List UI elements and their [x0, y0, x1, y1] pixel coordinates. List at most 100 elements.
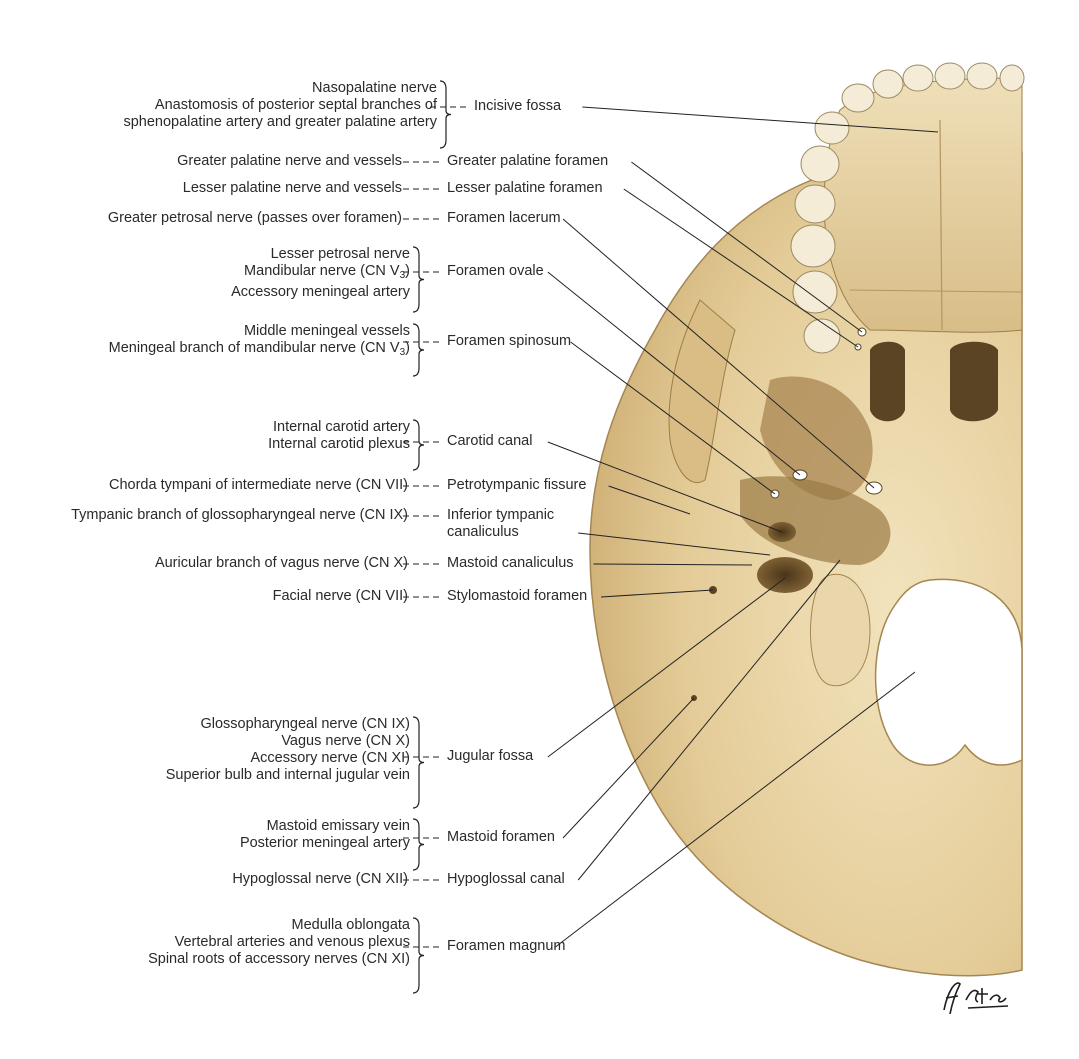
label-line: Greater petrosal nerve (passes over fora…	[107, 210, 402, 226]
label-line: Middle meningeal vessels	[243, 323, 410, 339]
label-hypoglossal-canal: Hypoglossal canal	[447, 871, 565, 888]
label-line: Vertebral arteries and venous plexus	[174, 934, 410, 950]
label-jugular-contents: Glossopharyngeal nerve (CN IX)Vagus nerv…	[166, 716, 410, 784]
leader-line	[608, 485, 691, 515]
leader-line	[631, 161, 863, 333]
grouping-braces	[412, 80, 452, 994]
label-mastoid-canaliculus: Mastoid canaliculus	[447, 555, 574, 572]
choanae-left	[870, 341, 905, 422]
leader-line	[547, 271, 801, 476]
label-carotid-canal: Carotid canal	[447, 433, 532, 450]
label-line: Stylomastoid foramen	[447, 588, 588, 604]
label-line: Superior bulb and internal jugular vein	[165, 767, 410, 783]
label-line: Carotid canal	[447, 433, 533, 449]
label-line: canaliculus	[447, 524, 519, 540]
label-line: Mastoid canaliculus	[447, 555, 574, 571]
label-line: Accessory meningeal artery	[231, 284, 410, 300]
hard-palate	[823, 77, 1023, 333]
label-line: Facial nerve (CN VII)	[272, 588, 408, 604]
label-line: Inferior tympanic	[447, 507, 555, 523]
label-line: Posterior meningeal artery	[239, 835, 410, 851]
leader-line	[555, 671, 916, 948]
petrous-region	[740, 476, 891, 565]
label-line: Incisive fossa	[474, 98, 562, 114]
leader-line	[577, 559, 841, 881]
curly-brace	[412, 716, 425, 809]
label-line: Anastomosis of posterior septal branches…	[154, 97, 437, 113]
label-lacerum-contents: Greater petrosal nerve (passes over fora…	[108, 210, 402, 227]
leader-line	[593, 563, 753, 566]
label-line: Accessory nerve (CN XI)	[250, 750, 410, 766]
artist-signature	[943, 982, 1009, 1015]
label-line: Internal carotid artery	[272, 419, 410, 435]
median-palatine-suture	[939, 119, 943, 331]
label-foramen-lacerum: Foramen lacerum	[447, 210, 561, 227]
label-line: Jugular fossa	[447, 748, 534, 764]
label-line: sphenopalatine artery and greater palati…	[123, 114, 437, 130]
label-line: Medulla oblongata	[291, 917, 410, 933]
leader-line	[570, 341, 776, 495]
transverse-palatine-suture	[849, 289, 1023, 293]
curly-brace	[412, 323, 425, 377]
label-stylomastoid-contents: Facial nerve (CN VII)	[273, 588, 408, 605]
label-greater-palatine-foramen: Greater palatine foramen	[447, 153, 608, 170]
choanae-right	[950, 341, 998, 422]
label-line: Greater palatine foramen	[447, 153, 609, 169]
leader-line	[562, 218, 875, 489]
label-line: Hypoglossal nerve (CN XII)	[232, 871, 408, 887]
label-line: Foramen ovale	[447, 263, 544, 279]
curly-brace	[412, 818, 425, 871]
label-line: Hypoglossal canal	[447, 871, 565, 887]
jugular-fossa-mark	[757, 557, 813, 593]
zygomatic-arch	[668, 299, 736, 483]
curly-brace	[412, 419, 425, 471]
label-petrotympanic-fissure: Petrotympanic fissure	[447, 477, 586, 494]
label-stylomastoid-foramen: Stylomastoid foramen	[447, 588, 587, 605]
label-foramen-spinosum: Foramen spinosum	[447, 333, 571, 350]
label-line: Foramen lacerum	[447, 210, 561, 226]
curly-brace	[439, 80, 452, 149]
label-incisive-fossa: Incisive fossa	[474, 98, 561, 115]
label-line: Mandibular nerve (CN V3)	[244, 263, 410, 281]
label-foramen-ovale: Foramen ovale	[447, 263, 544, 280]
label-petrotympanic-contents: Chorda tympani of intermediate nerve (CN…	[109, 477, 408, 494]
label-lesser-palatine-foramen: Lesser palatine foramen	[447, 180, 603, 197]
label-inferior-tympanic-contents: Tympanic branch of glossopharyngeal nerv…	[71, 507, 408, 524]
curly-brace	[412, 917, 425, 994]
label-line: Tympanic branch of glossopharyngeal nerv…	[71, 507, 408, 523]
label-mastoid-foramen: Mastoid foramen	[447, 829, 555, 846]
label-jugular-fossa: Jugular fossa	[447, 748, 533, 765]
leader-line	[582, 106, 939, 133]
occipital-condyle	[810, 573, 871, 687]
label-line: Mastoid emissary vein	[266, 818, 410, 834]
label-line: Vagus nerve (CN X)	[281, 733, 410, 749]
label-line: Internal carotid plexus	[268, 436, 410, 452]
label-hypoglossal-contents: Hypoglossal nerve (CN XII)	[232, 871, 408, 888]
label-line: Lesser palatine nerve and vessels	[182, 180, 402, 196]
leader-line	[578, 532, 771, 556]
label-mastoid-canaliculus-contents: Auricular branch of vagus nerve (CN X)	[155, 555, 408, 572]
label-line: Foramen spinosum	[447, 333, 572, 349]
label-line: Chorda tympani of intermediate nerve (CN…	[109, 477, 408, 493]
label-line: Glossopharyngeal nerve (CN IX)	[200, 716, 410, 732]
label-line: Greater palatine nerve and vessels	[177, 153, 402, 169]
label-greater-palatine-contents: Greater palatine nerve and vessels	[177, 153, 402, 170]
leader-lines	[403, 106, 939, 948]
leader-line	[623, 188, 859, 348]
curly-brace	[412, 246, 425, 313]
label-line: Meningeal branch of mandibular nerve (CN…	[108, 340, 410, 358]
label-line: Foramen magnum	[447, 938, 566, 954]
label-lesser-palatine-contents: Lesser palatine nerve and vessels	[183, 180, 402, 197]
label-line: Petrotympanic fissure	[447, 477, 587, 493]
label-line: Auricular branch of vagus nerve (CN X)	[154, 555, 408, 571]
leader-line	[547, 577, 786, 758]
leader-line	[562, 697, 695, 839]
